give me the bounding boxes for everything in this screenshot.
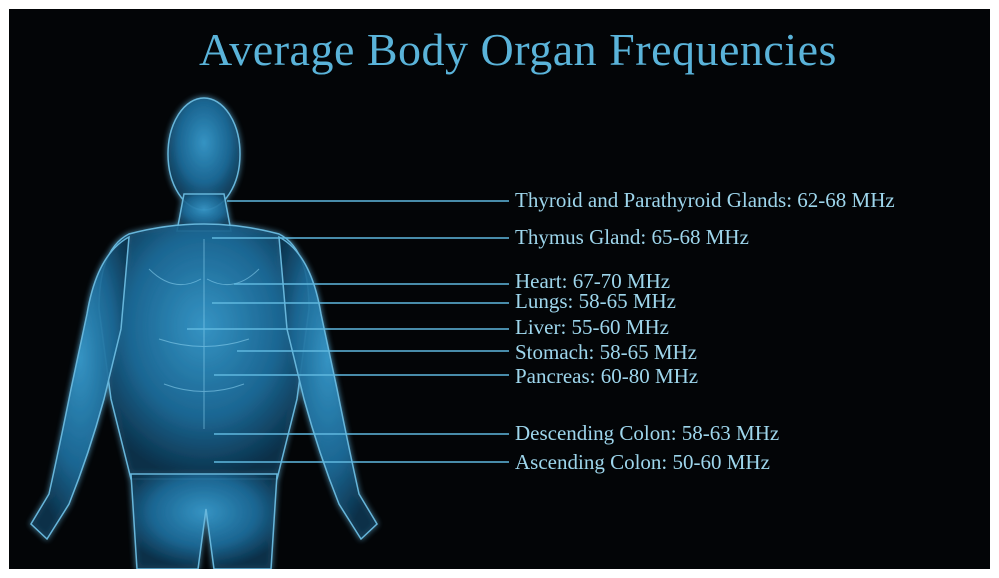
organ-label-stomach: Stomach: 58-65 MHz <box>515 342 697 363</box>
organ-label-thymus: Thymus Gland: 65-68 MHz <box>515 227 749 248</box>
page-title: Average Body Organ Frequencies <box>199 23 837 76</box>
organ-label-lungs: Lungs: 58-65 MHz <box>515 291 676 312</box>
diagram-canvas: Average Body Organ Frequencies Thyroid a… <box>9 9 990 569</box>
organ-label-liver: Liver: 55-60 MHz <box>515 317 669 338</box>
organ-label-thyroid: Thyroid and Parathyroid Glands: 62-68 MH… <box>515 190 895 211</box>
organ-label-descending-colon: Descending Colon: 58-63 MHz <box>515 423 779 444</box>
organ-label-ascending-colon: Ascending Colon: 50-60 MHz <box>515 452 770 473</box>
organ-label-pancreas: Pancreas: 60-80 MHz <box>515 366 698 387</box>
human-body-figure <box>9 9 990 569</box>
